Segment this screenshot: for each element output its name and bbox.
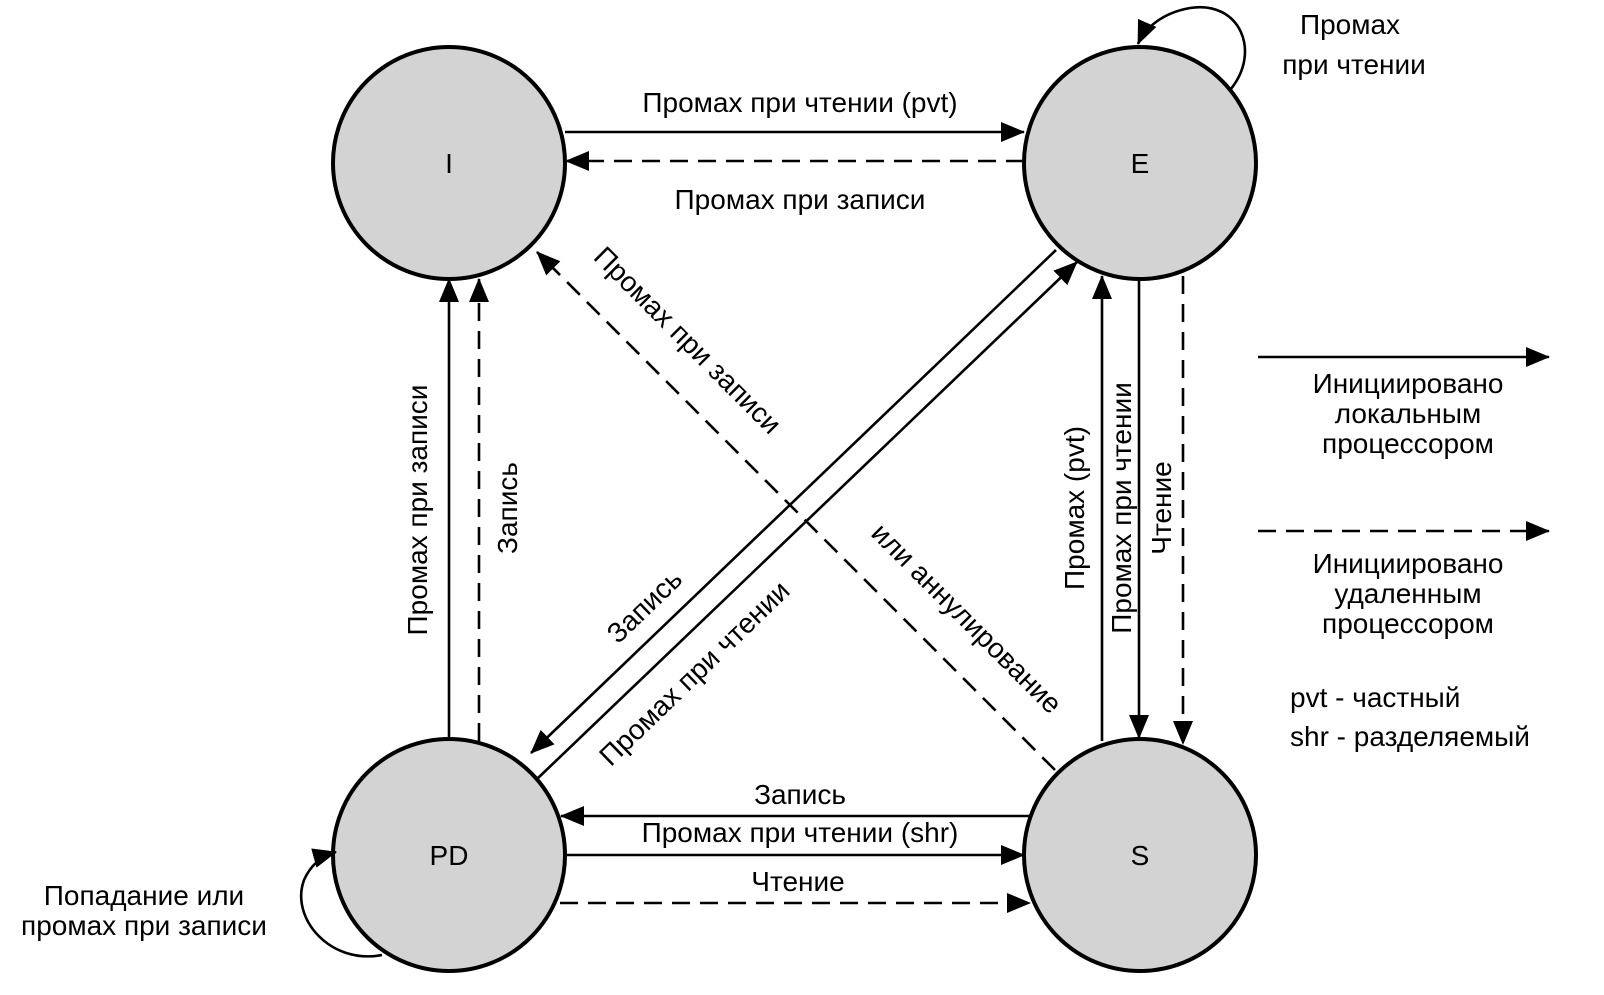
label-pd-to-s-solid: Промах при чтении (shr) [642,817,959,848]
label-e-self-line1: Промах [1300,9,1400,40]
legend-local-line3: процессором [1322,428,1494,459]
arrow-pd-self [299,848,383,958]
legend-remote-line3: процессором [1322,608,1494,639]
legend-local-line1: Инициировано [1313,368,1504,399]
label-i-to-e: Промах при чтении (pvt) [642,87,957,118]
label-s-to-i-line1: Промах при записи [588,241,787,440]
label-pd-to-s-dashed: Чтение [751,866,844,897]
arrow-e-to-pd [530,249,1057,754]
legend-shr-note: shr - разделяемый [1290,721,1530,752]
state-pd-label: PD [430,840,469,871]
label-e-to-s-dashed: Чтение [1146,461,1177,554]
state-pd: PD [331,737,567,973]
legend-remote-line2: удаленным [1334,578,1481,609]
label-s-to-i-line2: или аннулирование [866,517,1068,719]
arrow-s-to-i [536,251,1056,771]
label-s-to-pd: Запись [754,779,846,810]
state-e: E [1022,45,1258,281]
state-i: I [331,45,567,281]
arrow-e-self [1136,5,1247,91]
label-e-self-line2: при чтении [1282,49,1426,80]
legend-remote-line1: Инициировано [1313,548,1504,579]
state-i-label: I [445,148,453,179]
label-pd-to-i-dashed: Запись [492,462,523,554]
state-s-label: S [1131,840,1150,871]
state-s: S [1022,737,1258,973]
legend-local-line2: локальным [1335,398,1481,429]
arrow-pd-to-e [536,261,1078,780]
label-e-to-pd: Запись [601,563,689,649]
label-e-to-s-solid: Промах при чтении [1106,382,1137,633]
legend: Инициировано локальным процессором Иници… [1258,347,1550,752]
label-pd-to-i-solid: Промах при записи [402,385,433,636]
label-e-to-i: Промах при записи [675,184,926,215]
label-pd-self-line2: промах при записи [21,910,267,941]
label-pd-self-line1: Попадание или [44,880,244,911]
state-e-label: E [1131,148,1150,179]
legend-pvt-note: pvt - частный [1290,682,1460,713]
label-s-to-e: Промах (pvt) [1059,426,1090,590]
